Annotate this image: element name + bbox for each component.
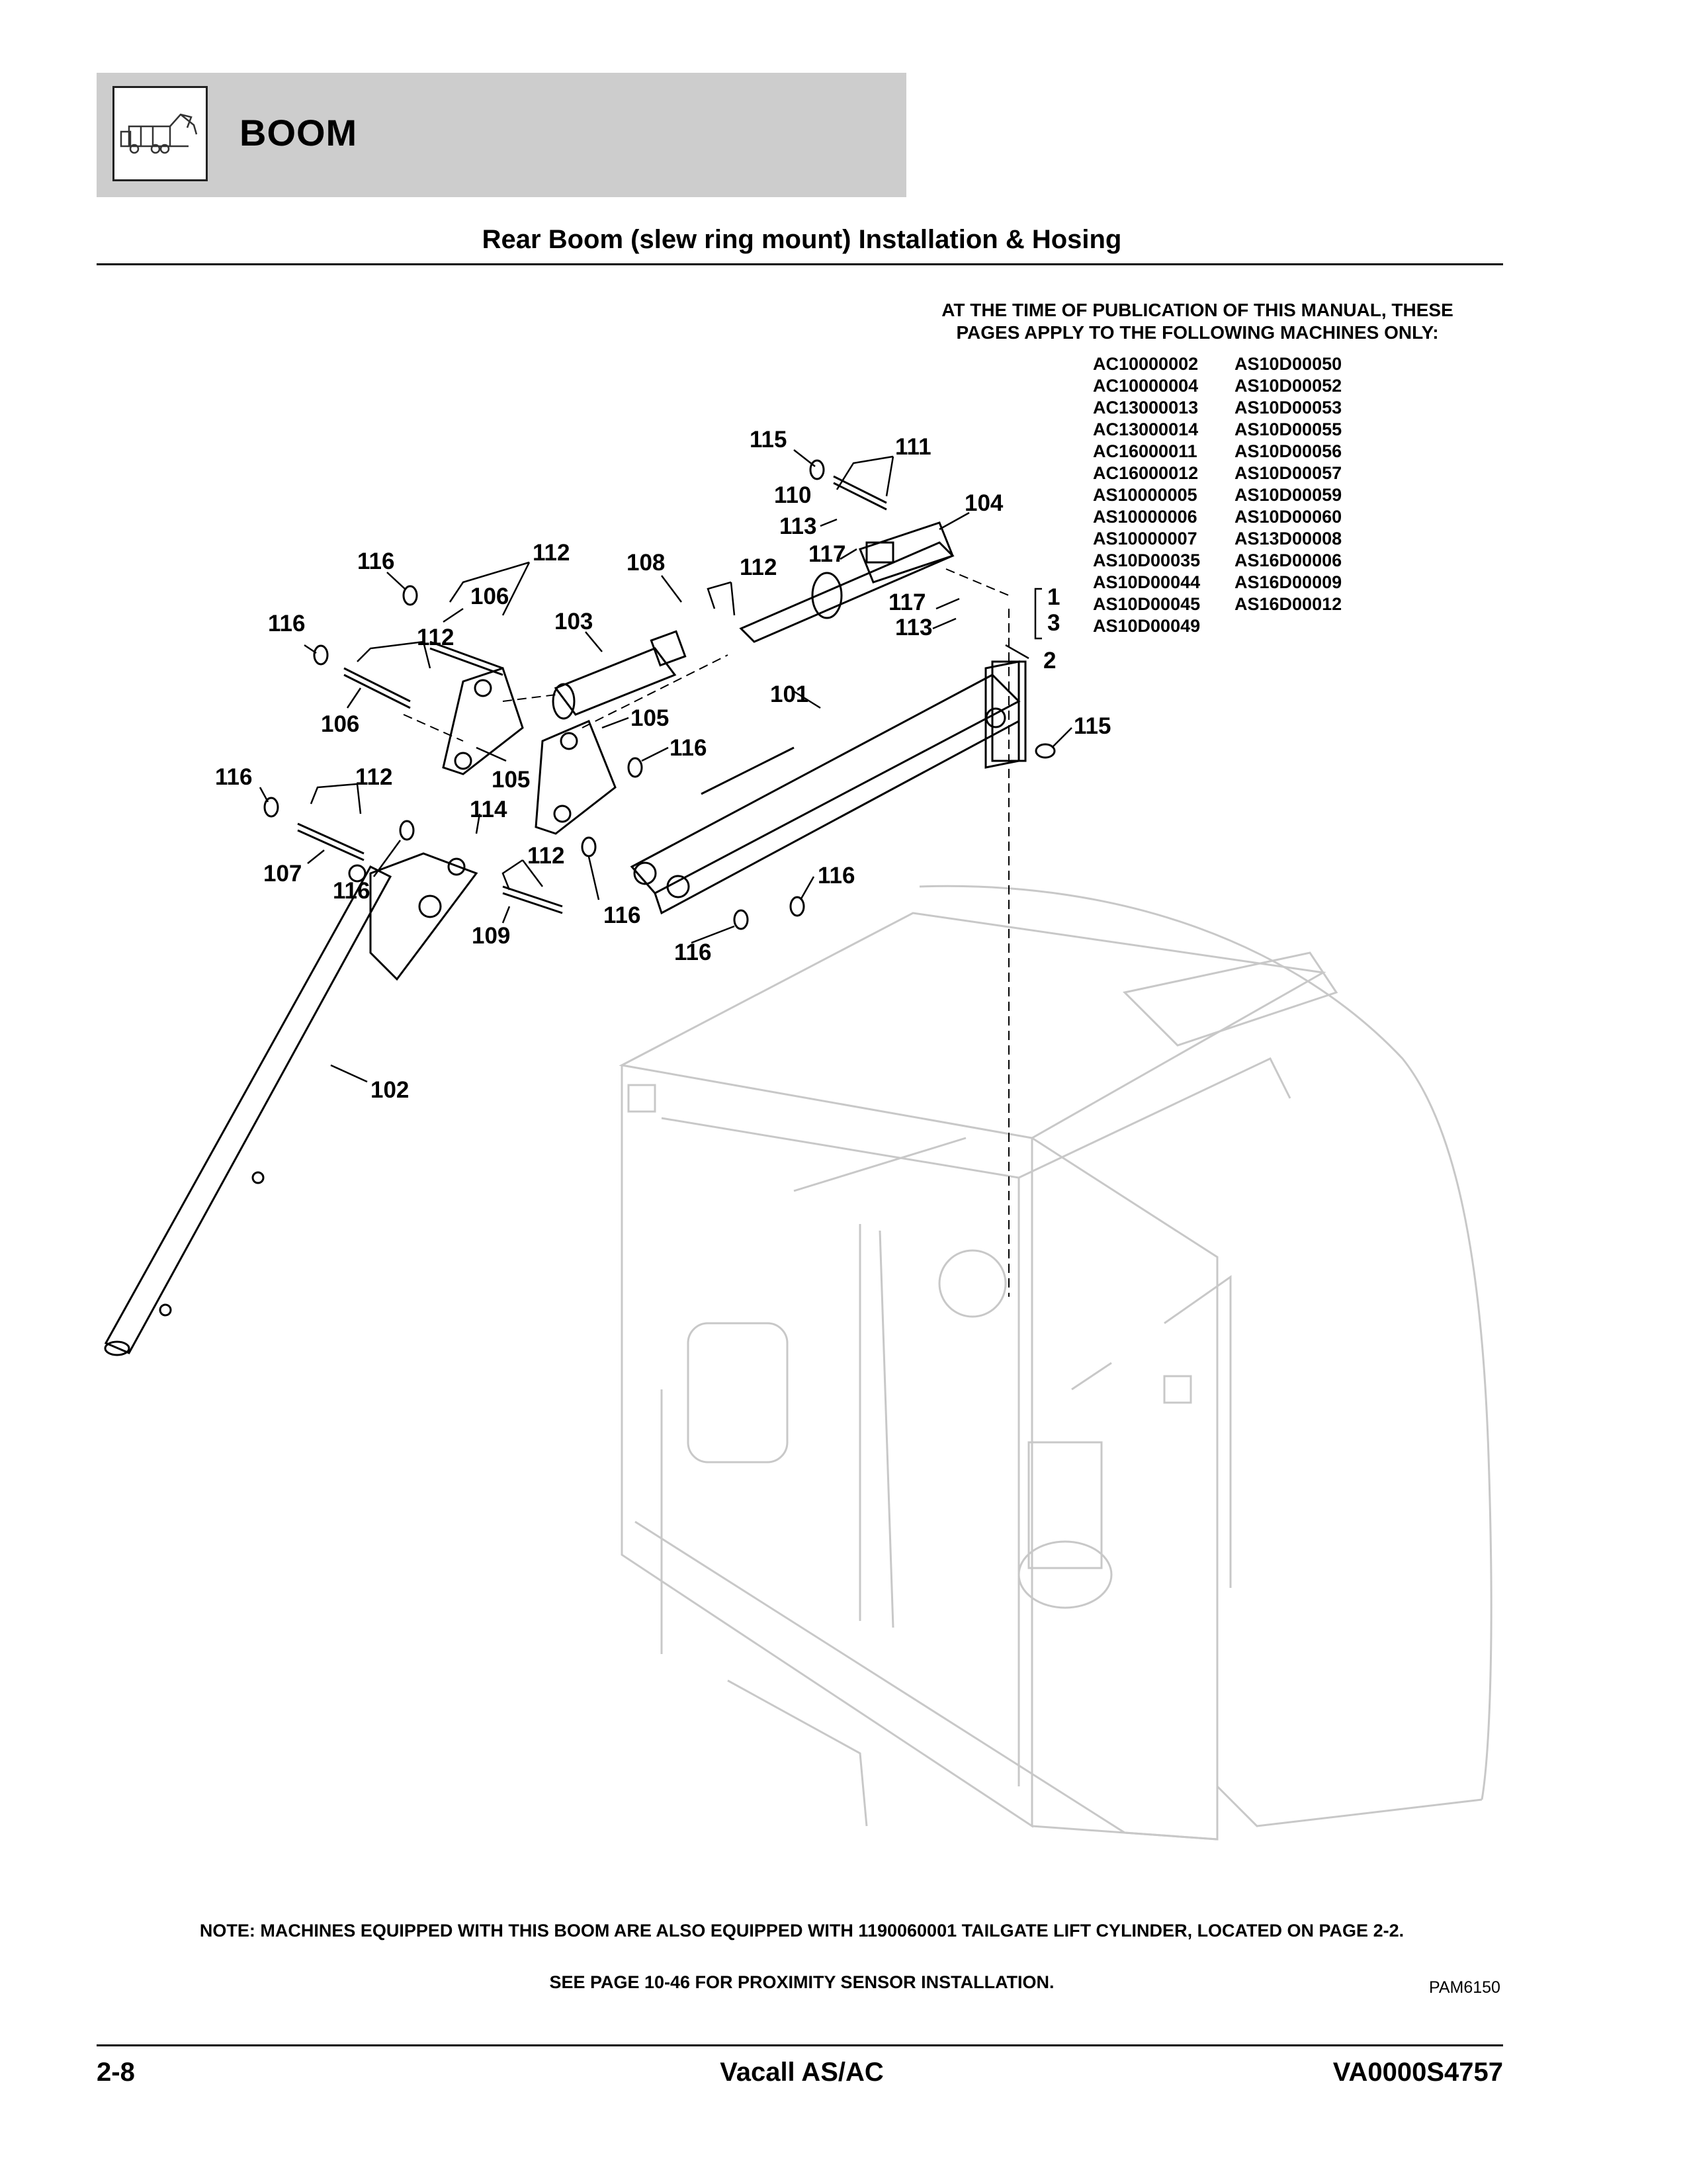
callout-113: 113 [895, 615, 933, 640]
callout-116: 116 [670, 735, 707, 761]
applicability-note: AT THE TIME OF PUBLICATION OF THIS MANUA… [900, 299, 1495, 344]
serial-number: AC13000014 [1093, 419, 1199, 439]
boom-parts [104, 459, 1056, 1356]
truck-body-outline [619, 885, 1492, 1841]
page-number: 2-8 [97, 2058, 135, 2087]
callout-102: 102 [370, 1077, 410, 1103]
section-title: BOOM [239, 112, 358, 153]
serial-number: AC13000013 [1093, 398, 1199, 417]
callout-104: 104 [965, 490, 1004, 516]
callout-117: 117 [808, 541, 846, 567]
tailgate-note: NOTE: MACHINES EQUIPPED WITH THIS BOOM A… [199, 1921, 1405, 1941]
callout-107: 107 [263, 861, 302, 887]
refuse-truck-icon [112, 86, 208, 181]
footer-rule [97, 2044, 1503, 2046]
applicability-line-1: AT THE TIME OF PUBLICATION OF THIS MANUA… [941, 300, 1453, 320]
serial-number: AS16D00012 [1234, 594, 1342, 614]
serial-number: AS10D00045 [1093, 594, 1201, 614]
callout-103: 103 [554, 609, 593, 634]
callout-116: 116 [268, 611, 306, 636]
callout-108: 108 [627, 550, 666, 576]
figure-code: PAM6150 [1429, 1978, 1500, 1997]
callout-116: 116 [357, 548, 395, 574]
callout-2: 2 [1043, 648, 1057, 674]
callout-105: 105 [630, 705, 670, 731]
serial-list-2: AS10D00050 AS10D00052 AS10D00053 AS10D00… [1234, 353, 1342, 615]
callout-116: 116 [215, 764, 253, 790]
serial-list-1: AC10000002 AC10000004 AC13000013 AC13000… [1093, 353, 1200, 637]
callout-112: 112 [740, 554, 777, 580]
serial-number: AC10000004 [1093, 376, 1199, 396]
serial-number: AS10D00060 [1234, 507, 1342, 527]
callout-101: 101 [770, 681, 809, 707]
serial-number: AS10D00056 [1234, 441, 1342, 461]
callout-116: 116 [674, 939, 712, 965]
serial-number: AS10D00050 [1234, 354, 1342, 374]
serial-number: AS10000006 [1093, 507, 1197, 527]
callout-109: 109 [472, 923, 511, 949]
serial-number: AC10000002 [1093, 354, 1199, 374]
serial-number: AS16D00006 [1234, 550, 1342, 570]
callout-112: 112 [355, 764, 393, 790]
serial-number: AC16000011 [1093, 441, 1197, 461]
callout-leaders [259, 449, 1072, 1083]
serial-number: AS10000007 [1093, 529, 1197, 548]
callout-111: 111 [895, 434, 931, 460]
callout-105: 105 [492, 767, 531, 793]
serial-number: AS10D00035 [1093, 550, 1201, 570]
serial-number: AS16D00009 [1234, 572, 1342, 592]
serial-number: AS10D00052 [1234, 376, 1342, 396]
serial-number: AS10D00044 [1093, 572, 1201, 592]
document-number: VA0000S4757 [1332, 2058, 1503, 2087]
callout-112: 112 [417, 625, 454, 650]
header-band [97, 73, 906, 197]
page-subtitle: Rear Boom (slew ring mount) Installation… [482, 225, 1122, 254]
callout-106: 106 [470, 584, 509, 609]
callout-116: 116 [333, 878, 370, 904]
serial-number: AS10D00059 [1234, 485, 1342, 505]
serial-number: AS10D00057 [1234, 463, 1342, 483]
callout-116: 116 [818, 863, 855, 889]
callout-116: 116 [603, 902, 641, 928]
sensor-note: SEE PAGE 10-46 FOR PROXIMITY SENSOR INST… [549, 1972, 1055, 1992]
callout-112: 112 [527, 843, 565, 869]
callout-3: 3 [1047, 610, 1060, 636]
callout-113: 113 [779, 513, 817, 539]
subtitle-rule [97, 263, 1503, 265]
serial-number: AS10D00049 [1093, 616, 1201, 636]
serial-number: AS10D00055 [1234, 419, 1342, 439]
callout-114: 114 [470, 797, 507, 822]
model-name: Vacall AS/AC [720, 2058, 884, 2087]
callout-106: 106 [321, 711, 360, 737]
serial-number: AC16000012 [1093, 463, 1199, 483]
applicability-line-2: PAGES APPLY TO THE FOLLOWING MACHINES ON… [956, 322, 1439, 343]
callout-115: 115 [750, 427, 787, 453]
serial-number: AS10D00053 [1234, 398, 1342, 417]
serial-number: AS10000005 [1093, 485, 1197, 505]
callout-115: 115 [1074, 713, 1111, 739]
callout-110: 110 [774, 482, 812, 508]
callout-1: 1 [1047, 584, 1060, 610]
callout-112: 112 [533, 540, 570, 566]
callout-117: 117 [888, 590, 926, 615]
serial-number: AS13D00008 [1234, 529, 1342, 548]
